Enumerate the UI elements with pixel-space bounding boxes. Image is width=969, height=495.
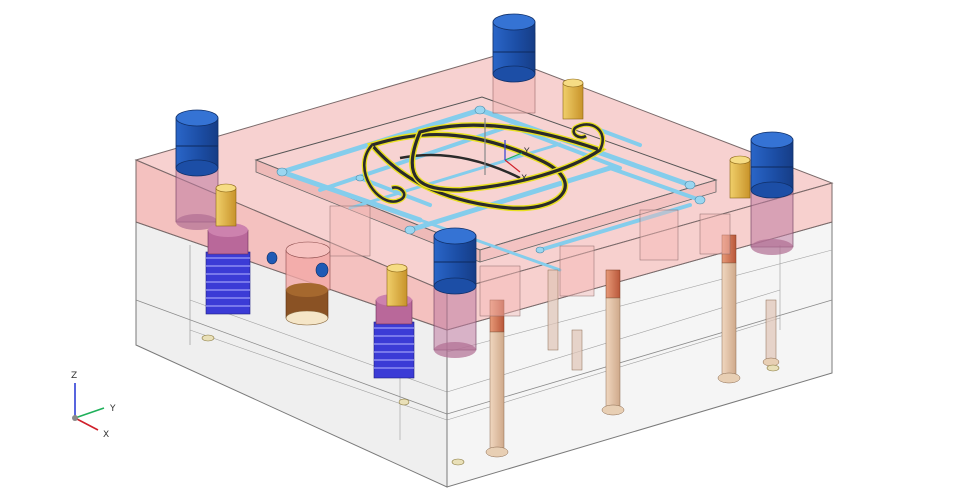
triad-x-label: X xyxy=(103,430,109,440)
support-cylinders xyxy=(329,205,731,317)
gold-pin-right[interactable] xyxy=(729,155,751,199)
part-origin-y-label: Y xyxy=(523,147,530,157)
hanger-part[interactable] xyxy=(361,118,607,212)
view-orientation-triad[interactable]: Z Y X xyxy=(71,371,116,440)
ejector-pin-3[interactable] xyxy=(717,234,741,384)
gold-pin-front[interactable] xyxy=(386,263,408,307)
ejector-pin-5[interactable] xyxy=(762,299,780,367)
ejector-pin-6[interactable] xyxy=(571,329,583,371)
guide-pillar-left[interactable] xyxy=(175,109,219,230)
gold-pin-back[interactable] xyxy=(562,78,584,120)
spring-front[interactable] xyxy=(373,294,415,379)
spring-left[interactable] xyxy=(205,223,251,315)
gold-pin-left[interactable] xyxy=(215,183,237,227)
plate-bolts xyxy=(201,334,780,466)
triad-y-label: Y xyxy=(109,404,116,414)
triad-x-axis xyxy=(74,417,99,431)
triad-y-axis xyxy=(74,407,105,419)
ejector-pin-4[interactable] xyxy=(547,269,559,351)
guide-pillar-right[interactable] xyxy=(750,131,794,255)
guide-pillar-front[interactable] xyxy=(433,227,477,358)
ejector-pin-2[interactable] xyxy=(601,269,625,416)
guide-pillar-back[interactable] xyxy=(492,13,536,114)
cavity-insert[interactable] xyxy=(254,96,718,263)
sprue-coupling[interactable] xyxy=(266,241,331,326)
triad-origin xyxy=(72,415,78,421)
part-origin-triad: Y X xyxy=(504,140,530,184)
triad-z-label: Z xyxy=(71,371,77,381)
cooling-fittings xyxy=(276,105,706,254)
part-origin-x-label: X xyxy=(521,174,527,184)
